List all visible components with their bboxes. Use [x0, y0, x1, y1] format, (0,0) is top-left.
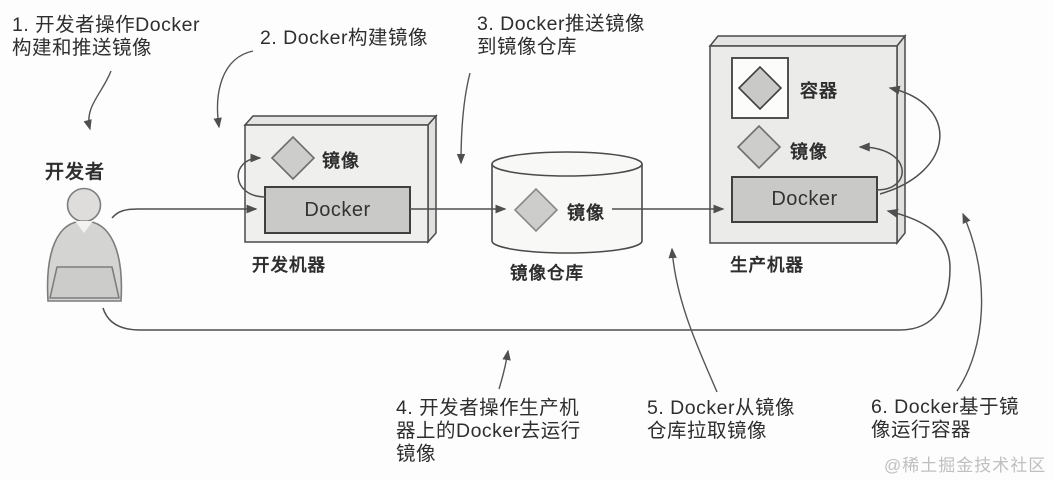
prod-docker-label: Docker — [771, 188, 838, 210]
prod-machine-side-face — [896, 33, 906, 246]
dev-machine-label: 开发机器 — [252, 255, 326, 275]
arrow-developer-to-prod-docker — [102, 208, 951, 331]
developer-label: 开发者 — [45, 162, 106, 183]
prod-machine-top-face — [708, 35, 907, 47]
registry-cylinder-body — [491, 164, 643, 254]
dev-machine-top-face — [243, 115, 438, 126]
developer-head-icon — [66, 187, 102, 223]
arrow-prod-docker-to-image — [858, 142, 903, 191]
registry-cylinder-top — [491, 151, 643, 177]
arrow-step2-pointer — [213, 50, 254, 129]
arrow-prod-docker-to-container — [879, 85, 941, 195]
registry-cylinder — [491, 151, 643, 254]
prod-docker-box — [731, 176, 878, 223]
step1-label: 1. 开发者操作Docker 构建和推送镜像 — [12, 14, 200, 59]
arrow-step4-pointer — [498, 349, 511, 390]
dev-docker-box — [264, 186, 411, 234]
dev-docker-label: Docker — [304, 198, 371, 221]
step5-label: 5. Docker从镜像 仓库拉取镜像 — [647, 397, 795, 442]
developer-figure — [46, 187, 123, 302]
registry-image-label: 镜像 — [567, 203, 605, 223]
step-pointer-arrows — [83, 50, 983, 393]
step6-label: 6. Docker基于镜 像运行容器 — [871, 396, 1019, 441]
developer-laptop-icon — [49, 266, 120, 299]
prod-image-label: 镜像 — [790, 142, 828, 162]
arrow-developer-to-dev-docker — [111, 204, 258, 219]
dev-machine-box — [243, 114, 438, 244]
prod-image-diamond-icon — [736, 124, 782, 170]
step3-label: 3. Docker推送镜像 到镜像仓库 — [477, 13, 645, 58]
arrow-step3-pointer — [456, 72, 471, 165]
arrow-dev-docker-to-image — [237, 153, 267, 198]
watermark: @稀土掘金技术社区 — [884, 456, 1047, 475]
prod-container-diamond-icon — [737, 65, 783, 111]
step2-label: 2. Docker构建镜像 — [260, 27, 428, 49]
step4-label: 4. 开发者操作生产机 器上的Docker去运行 镜像 — [396, 397, 581, 465]
dev-machine-side-face — [427, 114, 437, 244]
registry-label: 镜像仓库 — [510, 263, 584, 283]
prod-container-label: 容器 — [800, 81, 838, 101]
arrow-step1-pointer — [83, 70, 112, 131]
arrow-step6-pointer — [956, 212, 983, 392]
arrow-step5-pointer — [668, 247, 718, 393]
dev-image-label: 镜像 — [322, 151, 360, 171]
registry-image-diamond-icon — [513, 187, 559, 233]
dev-image-diamond-icon — [270, 135, 316, 181]
developer-collar-icon — [75, 221, 93, 233]
flow-arrows — [102, 85, 951, 331]
prod-machine-label: 生产机器 — [730, 255, 804, 275]
